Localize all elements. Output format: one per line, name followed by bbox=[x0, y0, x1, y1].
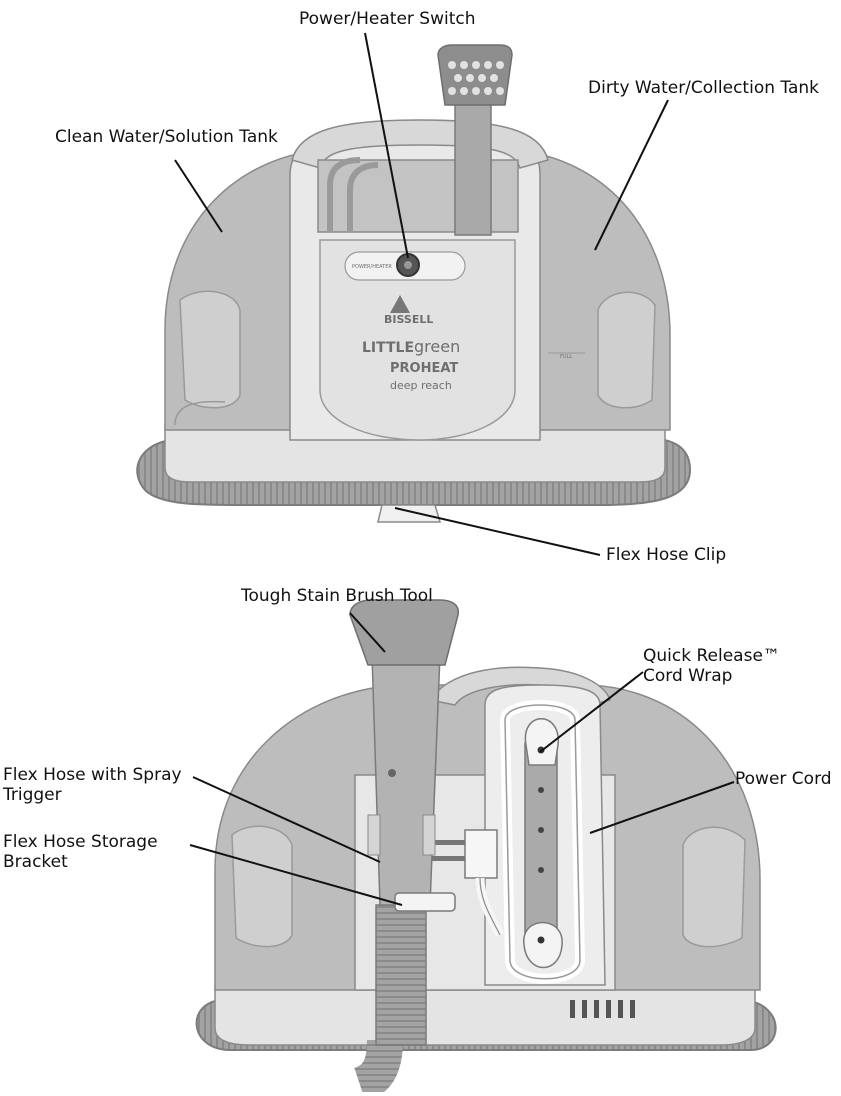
leader-storage-bracket bbox=[189, 844, 403, 906]
rear-brush-tool-head bbox=[349, 599, 460, 666]
leader-lines bbox=[174, 32, 735, 906]
rear-cord-hook-top bbox=[524, 718, 559, 766]
tank-full-marking: FULL bbox=[560, 354, 572, 360]
leader-clean-tank bbox=[174, 159, 223, 233]
callout-dirty-water-tank: Dirty Water/Collection Tank bbox=[588, 78, 820, 98]
rear-hose-drop bbox=[353, 1039, 403, 1096]
callout-power-cord: Power Cord bbox=[735, 769, 832, 789]
leader-spray-hose bbox=[192, 776, 381, 863]
callout-bracket-line1: Flex Hose Storage bbox=[3, 832, 158, 852]
callout-power-heater-switch: Power/Heater Switch bbox=[299, 9, 476, 29]
leader-power-cord bbox=[589, 781, 735, 834]
callout-quick-release-line1: Quick Release™ bbox=[643, 646, 780, 666]
brand-wordmark: BISSELL bbox=[384, 313, 433, 326]
rear-view-machine bbox=[195, 599, 777, 1096]
front-brush-tool-neck bbox=[454, 99, 492, 236]
leader-brush-tool bbox=[349, 612, 386, 653]
rear-storage-bracket bbox=[394, 892, 456, 912]
model-line-deep-reach: deep reach bbox=[390, 379, 452, 392]
front-brand-logo bbox=[390, 295, 410, 313]
front-face-plate bbox=[319, 239, 516, 441]
model-line-proheat: PROHEAT bbox=[390, 361, 458, 376]
rear-flex-hose-vertical bbox=[375, 904, 427, 1046]
front-hose-clip bbox=[377, 504, 442, 523]
rear-vent bbox=[570, 1000, 635, 1018]
callout-spray-line1: Flex Hose with Spray bbox=[3, 765, 182, 785]
rear-hose-handle bbox=[371, 654, 441, 906]
leader-hose-clip bbox=[394, 507, 601, 556]
callout-quick-release-cord-wrap: Quick Release™ Cord Wrap bbox=[643, 646, 780, 686]
leader-dirty-tank bbox=[594, 99, 669, 251]
rear-power-plug bbox=[464, 829, 498, 879]
callout-tough-stain-brush-tool: Tough Stain Brush Tool bbox=[241, 586, 433, 606]
callout-quick-release-line2: Cord Wrap bbox=[643, 666, 733, 686]
switch-label: POWER/HEATER bbox=[352, 264, 392, 270]
callout-bracket-line2: Bracket bbox=[3, 852, 68, 872]
leader-quick-release bbox=[539, 671, 644, 753]
callout-spray-line2: Trigger bbox=[3, 785, 62, 805]
callout-clean-water-tank: Clean Water/Solution Tank bbox=[55, 127, 278, 147]
model-line-little: LITTLE bbox=[362, 340, 414, 356]
front-view-machine: POWER/HEATER BISSELL LITTLE green PROHEA… bbox=[136, 44, 692, 523]
callout-flex-hose-clip: Flex Hose Clip bbox=[606, 545, 727, 565]
callout-flex-hose-spray-trigger: Flex Hose with Spray Trigger bbox=[3, 765, 182, 805]
model-line-green: green bbox=[414, 337, 460, 356]
front-brush-tool-head bbox=[437, 44, 513, 106]
callout-flex-hose-storage-bracket: Flex Hose Storage Bracket bbox=[3, 832, 158, 872]
leader-power-switch bbox=[364, 32, 409, 259]
rear-cord-hook-bottom bbox=[523, 921, 563, 969]
